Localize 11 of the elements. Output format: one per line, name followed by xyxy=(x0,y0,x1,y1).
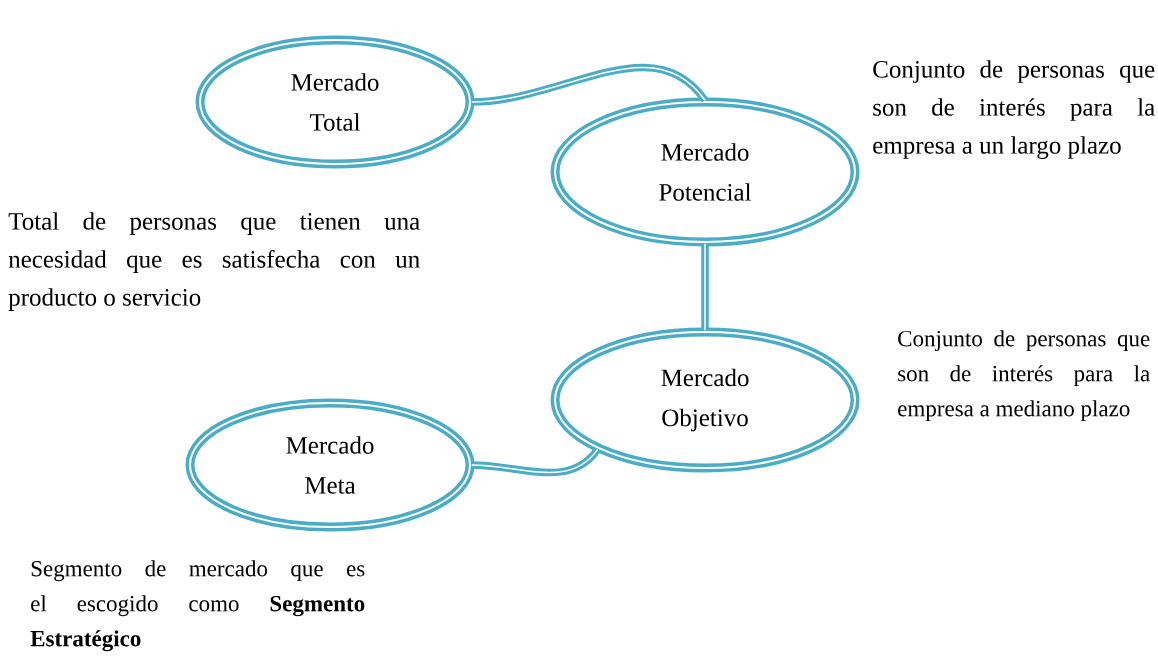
ellipse-node: Mercado Total xyxy=(195,35,475,169)
connector-line xyxy=(701,243,709,331)
description-text: Segmento de mercado que es el escogido como Segmento Estratégico xyxy=(30,560,365,652)
connector-line xyxy=(471,63,708,106)
description-text: Conjunto de personas que son de interés para la empresa a un largo plazo xyxy=(873,60,1155,159)
ellipse-node: Mercado Meta xyxy=(185,398,475,532)
ellipse-node: Mercado Potencial xyxy=(550,97,860,247)
ellipse-node: Mercado Objetivo xyxy=(550,327,860,473)
description-text: Total de personas que tienen una necesidad que es satisfecha con un producto o servicio xyxy=(8,212,420,311)
description-text: Conjunto de personas que son de interés para la empresa a mediano plazo xyxy=(898,330,1150,422)
connector-line xyxy=(471,446,601,477)
